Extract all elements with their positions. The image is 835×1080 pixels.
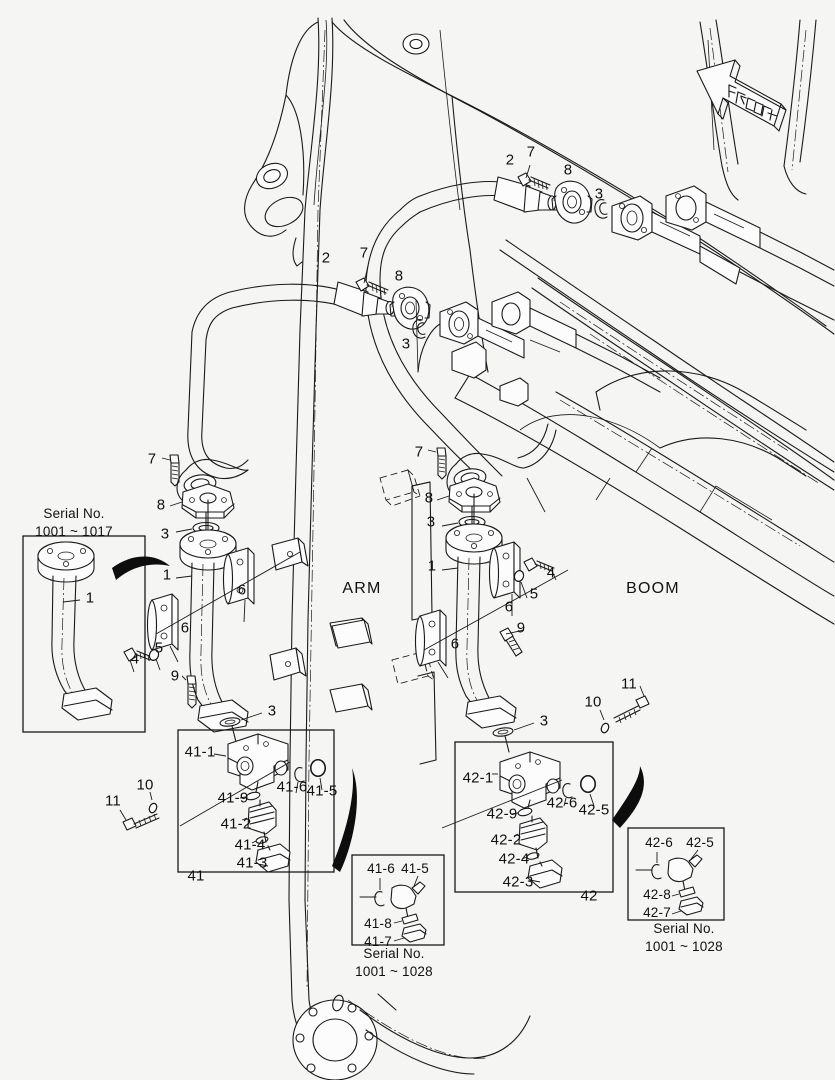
callout-ref-4-14: 4 xyxy=(130,650,140,668)
detail-ref-41-5: 41-5 xyxy=(306,782,338,800)
callout-ref-10-30: 10 xyxy=(136,776,154,794)
detail-ref-41-6: 41-6 xyxy=(367,861,395,877)
callout-ref-2-4: 2 xyxy=(505,151,515,169)
callout-ref-1-11: 1 xyxy=(162,566,172,584)
detail-ref-42-6: 42-6 xyxy=(645,835,673,851)
callout-ref-3-20: 3 xyxy=(426,513,436,531)
callout-ref-8-19: 8 xyxy=(424,489,434,507)
detail-box-42 xyxy=(441,741,614,893)
bolt-group-right xyxy=(599,685,650,734)
callout-ref-10-28: 10 xyxy=(584,693,602,711)
callout-ref-7-18: 7 xyxy=(414,443,424,461)
detail-box-41 xyxy=(177,729,335,873)
callout-ref-11-31: 11 xyxy=(105,792,121,810)
callout-ref-8-2: 8 xyxy=(394,267,404,285)
front-arrow-marker xyxy=(696,59,787,132)
callout-ref-6-23: 6 xyxy=(450,635,460,653)
detail-ref-41-3: 41-3 xyxy=(236,854,268,872)
arm-pipe-assembly xyxy=(123,454,301,743)
detail-ref-41-5: 41-5 xyxy=(401,861,429,877)
bolt-group-left xyxy=(119,791,160,831)
detail-ref-42-5: 42-5 xyxy=(578,801,610,819)
detail-ref-42-5: 42-5 xyxy=(686,835,714,851)
callout-ref-3-10: 3 xyxy=(160,525,170,543)
serial-detail-box-41 xyxy=(351,854,445,946)
serial-note-range: 1001 ~ 1028 xyxy=(645,939,723,954)
callout-ref-6-12: 6 xyxy=(237,581,247,599)
callout-ref-9-16: 9 xyxy=(170,667,180,685)
callout-ref-5-25: 5 xyxy=(529,585,539,603)
serial-note-title: Serial No. xyxy=(653,920,715,936)
fitting-assembly-boom-upper xyxy=(517,164,835,321)
detail-ref-42-4: 42-4 xyxy=(498,850,530,868)
detail-ref-41-2: 41-2 xyxy=(220,815,252,833)
detail-ref-42-3: 42-3 xyxy=(502,873,534,891)
detail-ref-41-9: 41-9 xyxy=(217,789,249,807)
callout-ref-4-24: 4 xyxy=(546,564,556,582)
callout-ref-8-6: 8 xyxy=(563,161,573,179)
section-label-arm: ARM xyxy=(342,579,382,597)
callout-ref-1-21: 1 xyxy=(427,557,437,575)
callout-ref-2-0: 2 xyxy=(321,249,331,267)
machine-structure xyxy=(244,17,835,1080)
callout-ref-3-3: 3 xyxy=(401,335,411,353)
callout-ref-3-17: 3 xyxy=(267,702,277,720)
serial-detail-box-42 xyxy=(627,827,725,921)
callout-ref-1-32: 1 xyxy=(85,589,95,607)
detail-ref-42: 42 xyxy=(580,887,598,905)
fitting-assembly-arm-upper xyxy=(355,265,661,407)
serial-note-range: 1001 ~ 1028 xyxy=(355,964,433,979)
callout-ref-7-5: 7 xyxy=(526,143,536,161)
callout-ref-5-15: 5 xyxy=(154,639,164,657)
section-label-boom: BOOM xyxy=(626,579,680,597)
serial-detail-box-1001-1017 xyxy=(22,535,146,733)
detail-ref-42-6: 42-6 xyxy=(546,794,578,812)
detail-ref-41: 41 xyxy=(187,867,205,885)
boom-pipe-assembly xyxy=(414,447,569,753)
callout-ref-3-7: 3 xyxy=(594,185,604,203)
serial-note-1: Serial No. 1001 ~ 1028 xyxy=(355,945,433,981)
callout-ref-7-1: 7 xyxy=(359,244,369,262)
callout-ref-3-27: 3 xyxy=(539,712,549,730)
detail-ref-42-9: 42-9 xyxy=(486,805,518,823)
serial-note-title: Serial No. xyxy=(363,945,425,961)
detail-ref-42-8: 42-8 xyxy=(643,887,671,903)
serial-note-2: Serial No. 1001 ~ 1028 xyxy=(645,920,723,956)
serial-note-title: Serial No. xyxy=(43,505,105,521)
callout-ref-8-9: 8 xyxy=(156,496,166,514)
detail-ref-41-8: 41-8 xyxy=(364,916,392,932)
detail-ref-42-1: 42-1 xyxy=(462,769,494,787)
callout-ref-11-29: 11 xyxy=(621,675,637,693)
detail-ref-41-7: 41-7 xyxy=(364,934,392,950)
detail-ref-41-1: 41-1 xyxy=(184,743,216,761)
callout-ref-6-13: 6 xyxy=(180,619,190,637)
callout-ref-6-22: 6 xyxy=(504,598,514,616)
detail-ref-41-4: 41-4 xyxy=(234,836,266,854)
serial-note-range: 1001 ~ 1017 xyxy=(35,524,113,539)
detail-ref-42-2: 42-2 xyxy=(490,831,522,849)
callout-ref-7-8: 7 xyxy=(147,450,157,468)
detail-ref-41-6: 41-6 xyxy=(276,778,308,796)
detail-ref-42-7: 42-7 xyxy=(643,905,671,921)
callout-ref-9-26: 9 xyxy=(516,619,526,637)
serial-note-0: Serial No. 1001 ~ 1017 xyxy=(35,505,113,541)
